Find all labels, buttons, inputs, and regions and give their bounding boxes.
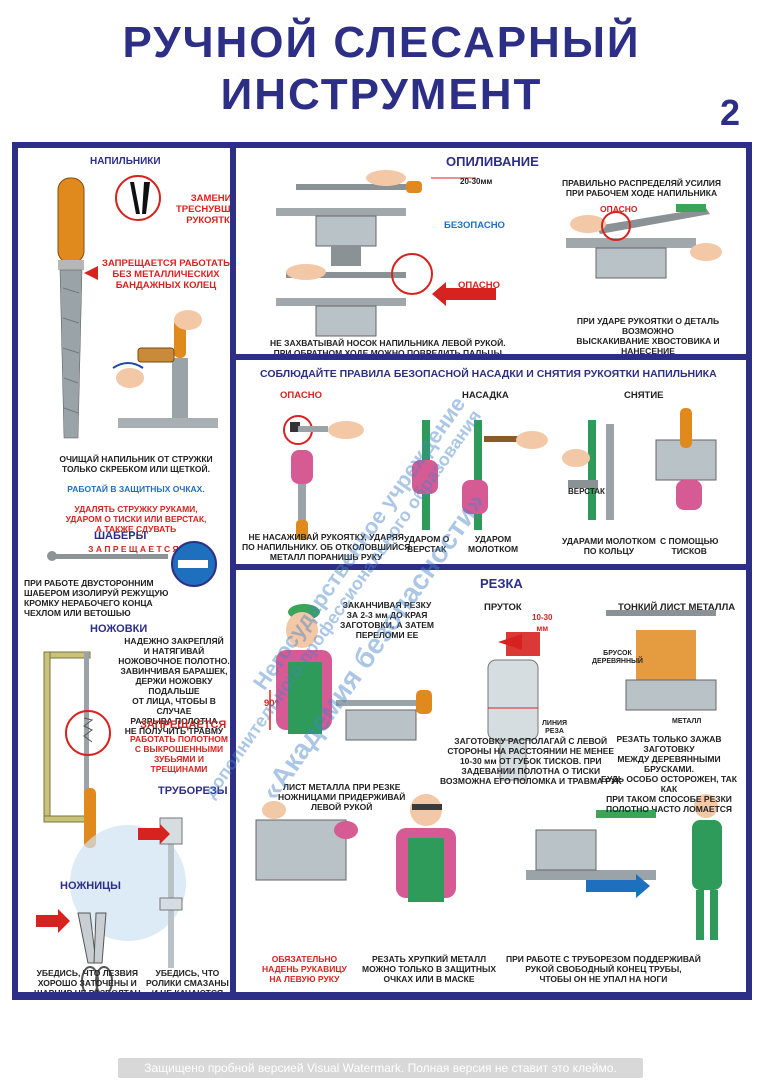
scrapers-heading: ШАБЕРЫ [94,530,147,542]
cutting-panel: РЕЗКА [236,570,746,992]
hacksaws-heading: НОЖОВКИ [90,623,148,635]
filing-danger: ОПАСНО [458,280,500,291]
cutting-rod: ПРУТОК [484,602,522,613]
cutting-wood-bars: БРУСОК ДЕРЕВЯННЫЙ [592,650,643,665]
cutting-glove: ОБЯЗАТЕЛЬНО НАДЕНЬ РУКАВИЦУ НА ЛЕВУЮ РУК… [262,954,347,984]
filing-vise-illustration [276,170,722,337]
scrapers-text: ПРИ РАБОТЕ ДВУСТОРОННИМ ШАБЕРОМ ИЗОЛИРУЙ… [24,578,169,618]
filing-heading: ОПИЛИВАНИЕ [446,154,539,169]
pipecutter-illustration [70,817,186,968]
pipecutters-text: УБЕДИСЬ, ЧТО РОЛИКИ СМАЗАНЫ И НЕ КАЧАЮТС… [146,968,229,992]
handle-heading: СОБЛЮДАЙТЕ ПРАВИЛА БЕЗОПАСНОЙ НАСАДКИ И … [260,368,717,380]
handle-cap1: НЕ НАСАЖИВАЙ РУКОЯТКУ, УДАРЯЯ ПО НАПИЛЬН… [242,532,411,562]
file-illustration [57,175,161,439]
cutting-finish: ЗАКАНЧИВАЯ РЕЗКУ ЗА 2-3 мм ДО КРАЯ ЗАГОТ… [340,600,435,640]
files-clean-4: З А П Р Е Щ А Е Т С Я ! [88,544,184,554]
poster-frame: НАПИЛЬНИКИ ЗАМЕНИ ТРЕСНУВШУЮ РУКОЯТКУ ЗА… [12,142,752,1000]
filing-caption-left: НЕ ЗАХВАТЫВАЙ НОСОК НАПИЛЬНИКА ЛЕВОЙ РУК… [270,338,506,354]
handle-cap2: УДАРОМ О ВЕРСТАК [404,534,450,554]
page-title-line1: РУЧНОЙ СЛЕСАРНЫЙ [122,18,641,67]
handle-illustrations [283,408,717,540]
scissors-text: УБЕДИСЬ, ЧТО ЛЕЗВИЯ ХОРОШО ЗАТОЧЕНЫ И ША… [34,968,141,992]
files-clean-1: ОЧИЩАЙ НАПИЛЬНИК ОТ СТРУЖКИ ТОЛЬКО СКРЕБ… [59,454,213,474]
scissors-illustration [36,909,113,992]
cutting-heading: РЕЗКА [480,576,523,591]
filing-safe: БЕЗОПАСНО [444,220,505,231]
cutting-sheet: ТОНКИЙ ЛИСТ МЕТАЛЛА [618,602,736,613]
cutting-cut-line: ЛИНИЯ РЕЗА [542,720,568,735]
handle-mounting: НАСАДКА [462,390,509,401]
hacksaws-forbidden-text: РАБОТАТЬ ПОЛОТНОМ С ВЫКРОШЕННЫМИ ЗУБЬЯМИ… [130,734,228,774]
filing-caption-right-top: ПРАВИЛЬНО РАСПРЕДЕЛЯЙ УСИЛИЯ ПРИ РАБОЧЕМ… [562,178,722,198]
hacksaws-forbidden-title: ЗАПРЕЩАЕТСЯ [140,719,227,731]
trial-watermark-bar: Защищено пробной версией Visual Watermar… [118,1058,643,1078]
files-clean-2: РАБОТАЙ В ЗАЩИТНЫХ ОЧКАХ. [67,484,205,494]
handle-workbench: ВЕРСТАК [568,487,605,496]
files-replace-handle: ЗАМЕНИ ТРЕСНУВШУЮ РУКОЯТКУ [176,193,230,226]
hacksaws-text: НАДЕЖНО ЗАКРЕПЛЯЙ И НАТЯГИВАЙ НОЖОВОЧНОЕ… [118,636,230,736]
handle-removal: СНЯТИЕ [624,390,664,401]
files-heading: НАПИЛЬНИКИ [90,156,161,167]
cutting-pipe: ПРИ РАБОТЕ С ТРУБОРЕЗОМ ПОДДЕРЖИВАЙ РУКО… [506,954,701,984]
scraper-illustration [47,541,217,587]
handle-cap3: УДАРОМ МОЛОТКОМ [468,534,519,554]
cutting-brittle: РЕЗАТЬ ХРУПКИЙ МЕТАЛЛ МОЖНО ТОЛЬКО В ЗАЩ… [362,954,497,984]
filing-dim: 20-30мм [460,177,493,186]
filing-danger-right: ОПАСНО [600,204,638,214]
files-clean-text: ОЧИЩАЙ НАПИЛЬНИК ОТ СТРУЖКИ ТОЛЬКО СКРЕБ… [46,444,226,564]
file-cleaning-illustration [112,310,218,428]
filing-panel: ОПИЛИВАНИЕ 20-30мм БЕ [236,148,746,354]
cutting-illustrations [255,604,722,940]
left-column-panel: НАПИЛЬНИКИ ЗАМЕНИ ТРЕСНУВШУЮ РУКОЯТКУ ЗА… [18,148,230,992]
cutting-sheet-text: РЕЗАТЬ ТОЛЬКО ЗАЖАВ ЗАГОТОВКУ МЕЖДУ ДЕРЕ… [601,734,737,814]
cutting-rod-dim: 10-30 мм [532,613,553,633]
files-forbidden-rings: ЗАПРЕЩАЕТСЯ РАБОТАТЬ БЕЗ МЕТАЛЛИЧЕСКИХ Б… [102,258,230,291]
files-clean-3: УДАЛЯТЬ СТРУЖКУ РУКАМИ, УДАРОМ О ТИСКИ И… [65,504,207,534]
handle-cap4: УДАРАМИ МОЛОТКОМ ПО КОЛЬЦУ [562,536,656,556]
handle-danger: ОПАСНО [280,390,322,401]
hacksaw-illustration [43,651,111,848]
cutting-rod-text: ЗАГОТОВКУ РАСПОЛАГАЙ С ЛЕВОЙ СТОРОНЫ НА … [440,736,622,786]
page-title-line2: ИНСТРУМЕНТ [220,70,543,119]
cutting-shears-hold: ЛИСТ МЕТАЛЛА ПРИ РЕЗКЕ НОЖНИЦАМИ ПРИДЕРЖ… [278,782,406,812]
filing-caption-right-bottom: ПРИ УДАРЕ РУКОЯТКИ О ДЕТАЛЬ ВОЗМОЖНО ВЫС… [576,316,720,354]
handle-cap5: С ПОМОЩЬЮ ТИСКОВ [660,536,719,556]
pipecutters-heading: ТРУБОРЕЗЫ [158,785,228,797]
scissors-heading: НОЖНИЦЫ [60,880,121,892]
page-number: 2 [720,92,741,133]
cutting-angle: 90° [264,698,279,709]
handle-panel: СОБЛЮДАЙТЕ ПРАВИЛА БЕЗОПАСНОЙ НАСАДКИ И … [236,360,746,564]
cutting-metal: МЕТАЛЛ [672,718,702,725]
